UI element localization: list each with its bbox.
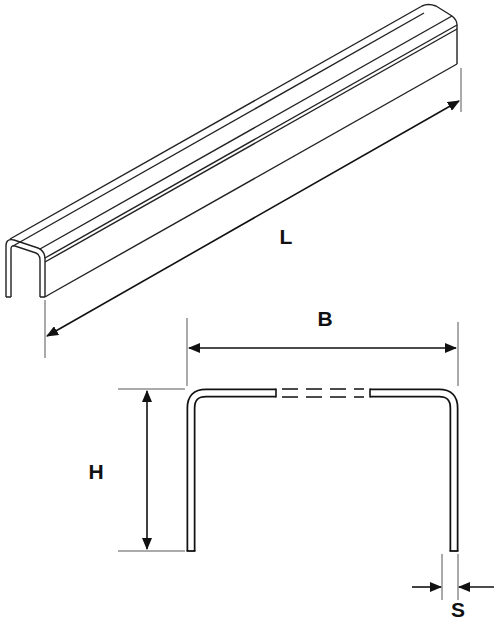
top-right-edge [40,16,452,249]
break-dashes [282,389,364,397]
s-ext-left [442,554,443,600]
break-left [275,389,277,398]
section-left-fill [191,393,276,551]
dimension-label: B [317,308,332,329]
channel-3d [6,5,457,298]
b-arrow [189,347,456,349]
s-ext-right [458,554,459,600]
section-right-outline [370,393,454,551]
b-ext-right [458,322,459,386]
dimension-label: H [88,461,103,482]
dimension-label: S [451,599,465,620]
leg-bottom-edge [50,64,457,294]
left-leg-end [187,550,196,552]
top-left-inner-edge [13,13,424,246]
s-arrow-left [412,586,441,588]
dimension-arrows [47,101,494,587]
l-ext-right [461,68,462,112]
break-right [369,389,371,398]
front-inner [11,246,40,297]
top-right-bend-edge [45,25,457,258]
extension-lines [45,68,461,600]
h-ext-bottom [118,551,185,552]
channel-section [187,389,459,552]
l-ext-left [45,300,46,358]
top-left-edge [10,6,422,239]
leg-stub [45,294,50,297]
dimension-label: L [280,226,293,247]
front-outer [6,240,45,297]
leg-face-edge [45,29,457,262]
right-leg-end [450,550,459,552]
section-right-fill [370,393,454,551]
h-arrow [146,391,148,549]
section-left-outline [191,393,276,551]
b-ext-left [187,318,188,386]
h-ext-top [118,389,185,390]
far-end-outer [422,5,457,65]
l-arrow [47,101,459,336]
front-leg-ends [6,296,45,297]
s-arrow-right [459,586,494,588]
